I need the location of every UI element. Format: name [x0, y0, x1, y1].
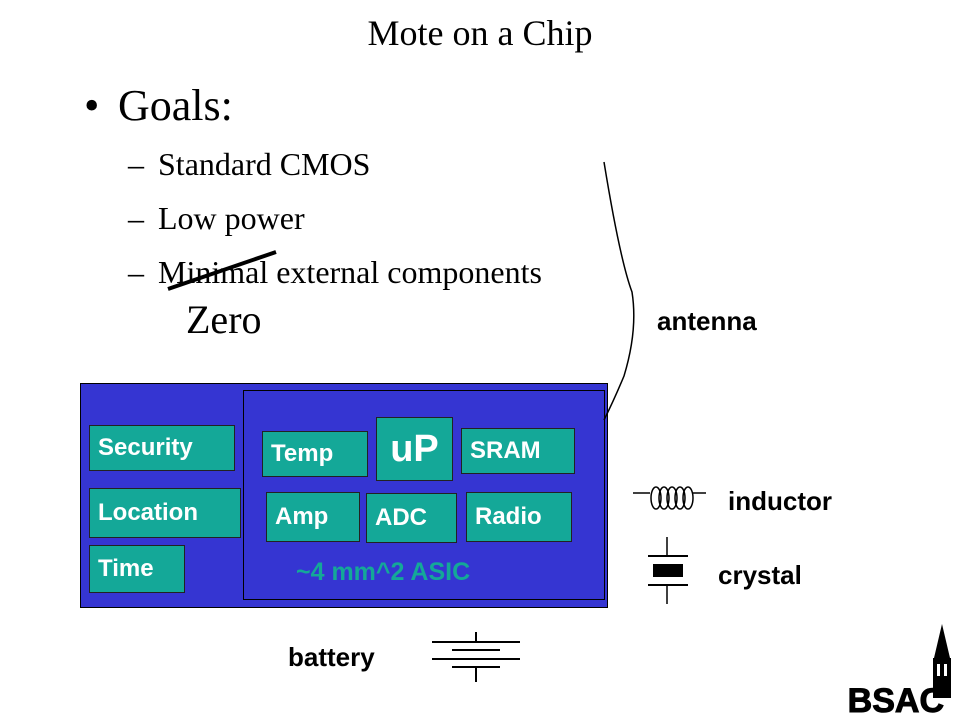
asic-size-label: ~4 mm^2 ASIC — [296, 558, 471, 586]
block-time: Time — [89, 545, 185, 593]
block-security: Security — [89, 425, 235, 471]
inductor-label: inductor — [728, 486, 832, 516]
campanile-logo-icon — [933, 624, 951, 698]
battery-icon — [432, 632, 520, 682]
goal-item-low-power: Low power — [158, 200, 305, 236]
inductor-icon — [633, 486, 706, 510]
goals-heading: Goals: — [118, 81, 233, 130]
bsac-logo-text: BSAC — [848, 682, 944, 720]
replacement-word-zero: Zero — [186, 297, 262, 342]
battery-label: battery — [288, 642, 375, 672]
block-temp: Temp — [262, 431, 368, 477]
antenna-label: antenna — [657, 306, 757, 336]
block-location: Location — [89, 488, 241, 538]
asic-outline — [243, 390, 605, 600]
crystal-label: crystal — [718, 560, 802, 590]
block-microprocessor: uP — [376, 417, 453, 481]
crystal-icon — [648, 537, 688, 604]
block-radio: Radio — [466, 492, 572, 542]
strikethrough-line — [167, 250, 277, 291]
block-adc: ADC — [366, 493, 457, 543]
goal-item-standard-cmos: Standard CMOS — [158, 146, 371, 182]
slide-title: Mote on a Chip — [367, 13, 593, 53]
dash-3: – — [128, 254, 144, 290]
dash-2: – — [128, 200, 144, 236]
dash-1: – — [128, 146, 144, 182]
block-sram: SRAM — [461, 428, 575, 474]
bullet-dot: • — [84, 81, 100, 130]
block-amp: Amp — [266, 492, 360, 542]
antenna-wire — [603, 161, 635, 421]
